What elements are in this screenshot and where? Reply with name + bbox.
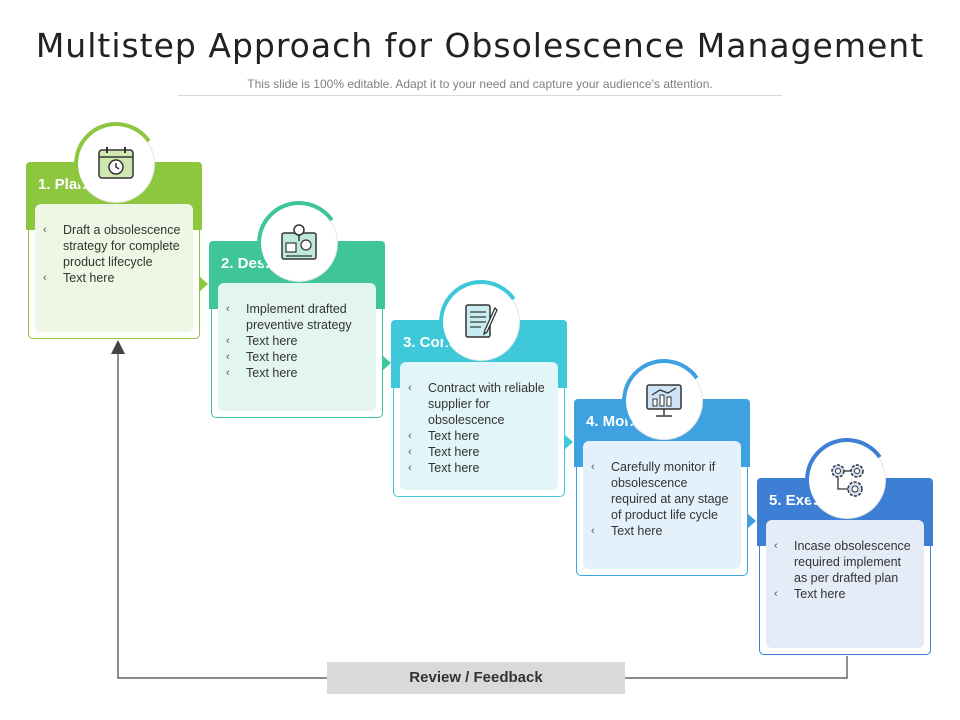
page-subtitle: This slide is 100% editable. Adapt it to… bbox=[247, 77, 713, 91]
bullet-text: Text here bbox=[428, 429, 480, 443]
step-bullet-list: ‹ Carefully monitor if obsolescence requi… bbox=[591, 459, 733, 539]
step-bullet-list: ‹ Draft a obsolescence strategy for compl… bbox=[43, 222, 185, 286]
bullet-text: Text here bbox=[246, 366, 298, 380]
bullet-chevron-icon: ‹ bbox=[43, 272, 47, 284]
step-body: ‹ Incase obsolescence required implement … bbox=[766, 520, 924, 648]
step-card-5: 5. Execute‹Incase obsolescence required … bbox=[757, 478, 933, 655]
bullet-item: ‹ Text here bbox=[408, 460, 550, 476]
review-feedback-box: Review / Feedback bbox=[327, 662, 625, 694]
step-icon-badge bbox=[798, 431, 896, 529]
bullet-text: Implement drafted preventive strategy bbox=[246, 302, 352, 332]
bullet-item: ‹ Text here bbox=[226, 333, 368, 349]
step-body: ‹ Contract with reliable supplier for obs… bbox=[400, 362, 558, 490]
bullet-chevron-icon: ‹ bbox=[408, 430, 412, 442]
bullet-text: Text here bbox=[794, 587, 846, 601]
step-bullet-list: ‹ Implement drafted preventive strategy ‹ T… bbox=[226, 301, 368, 381]
bullet-item: ‹ Text here bbox=[774, 586, 916, 602]
bullet-item: ‹ Incase obsolescence required implement … bbox=[774, 538, 916, 586]
bullet-chevron-icon: ‹ bbox=[226, 367, 230, 379]
step-card-1: 1. Planning‹Draft a obsolescence strateg… bbox=[26, 162, 202, 339]
step-card-2: 2. Design‹Implement drafted preventive s… bbox=[209, 241, 385, 418]
bullet-text: Text here bbox=[428, 445, 480, 459]
bullet-chevron-icon: ‹ bbox=[774, 540, 778, 552]
step-icon-badge bbox=[432, 273, 530, 371]
step-card-3: 3. Contract‹Contract with reliable suppl… bbox=[391, 320, 567, 497]
step-body: ‹ Draft a obsolescence strategy for compl… bbox=[35, 204, 193, 332]
bullet-chevron-icon: ‹ bbox=[226, 335, 230, 347]
bullet-chevron-icon: ‹ bbox=[43, 224, 47, 236]
bullet-text: Text here bbox=[246, 334, 298, 348]
bullet-text: Text here bbox=[63, 271, 115, 285]
bullet-item: ‹ Draft a obsolescence strategy for compl… bbox=[43, 222, 185, 270]
bullet-text: Text here bbox=[611, 524, 663, 538]
bullet-item: ‹ Text here bbox=[408, 444, 550, 460]
bullet-item: ‹ Text here bbox=[408, 428, 550, 444]
bullet-chevron-icon: ‹ bbox=[408, 446, 412, 458]
bullet-text: Text here bbox=[246, 350, 298, 364]
bullet-text: Draft a obsolescence strategy for comple… bbox=[63, 223, 181, 269]
bullet-chevron-icon: ‹ bbox=[226, 351, 230, 363]
step-bullet-list: ‹ Incase obsolescence required implement … bbox=[774, 538, 916, 602]
bullet-item: ‹ Contract with reliable supplier for obs… bbox=[408, 380, 550, 428]
step-connector-arrow-icon bbox=[564, 434, 573, 450]
subtitle-divider bbox=[178, 95, 782, 96]
step-body: ‹ Implement drafted preventive strategy ‹ T… bbox=[218, 283, 376, 411]
bullet-item: ‹ Carefully monitor if obsolescence requi… bbox=[591, 459, 733, 523]
bullet-item: ‹ Implement drafted preventive strategy bbox=[226, 301, 368, 333]
bullet-chevron-icon: ‹ bbox=[591, 525, 595, 537]
step-body: ‹ Carefully monitor if obsolescence requi… bbox=[583, 441, 741, 569]
step-connector-arrow-icon bbox=[382, 355, 391, 371]
bullet-chevron-icon: ‹ bbox=[774, 588, 778, 600]
bullet-chevron-icon: ‹ bbox=[408, 462, 412, 474]
bullet-chevron-icon: ‹ bbox=[226, 303, 230, 315]
bullet-chevron-icon: ‹ bbox=[408, 382, 412, 394]
bullet-text: Contract with reliable supplier for obso… bbox=[428, 381, 545, 427]
bullet-chevron-icon: ‹ bbox=[591, 461, 595, 473]
step-connector-arrow-icon bbox=[747, 513, 756, 529]
bullet-item: ‹ Text here bbox=[226, 349, 368, 365]
page-title: Multistep Approach for Obsolescence Mana… bbox=[35, 26, 925, 65]
step-icon-badge bbox=[615, 352, 713, 450]
step-icon-badge bbox=[250, 194, 348, 292]
step-icon-badge bbox=[67, 115, 165, 213]
feedback-arrowhead bbox=[111, 340, 125, 354]
step-card-4: 4. Monitor‹Carefully monitor if obsolesc… bbox=[574, 399, 750, 576]
bullet-text: Incase obsolescence required implement a… bbox=[794, 539, 911, 585]
bullet-text: Text here bbox=[428, 461, 480, 475]
bullet-item: ‹ Text here bbox=[591, 523, 733, 539]
bullet-item: ‹ Text here bbox=[226, 365, 368, 381]
step-connector-arrow-icon bbox=[199, 276, 208, 292]
bullet-item: ‹ Text here bbox=[43, 270, 185, 286]
step-bullet-list: ‹ Contract with reliable supplier for obs… bbox=[408, 380, 550, 476]
bullet-text: Carefully monitor if obsolescence requir… bbox=[611, 460, 729, 522]
